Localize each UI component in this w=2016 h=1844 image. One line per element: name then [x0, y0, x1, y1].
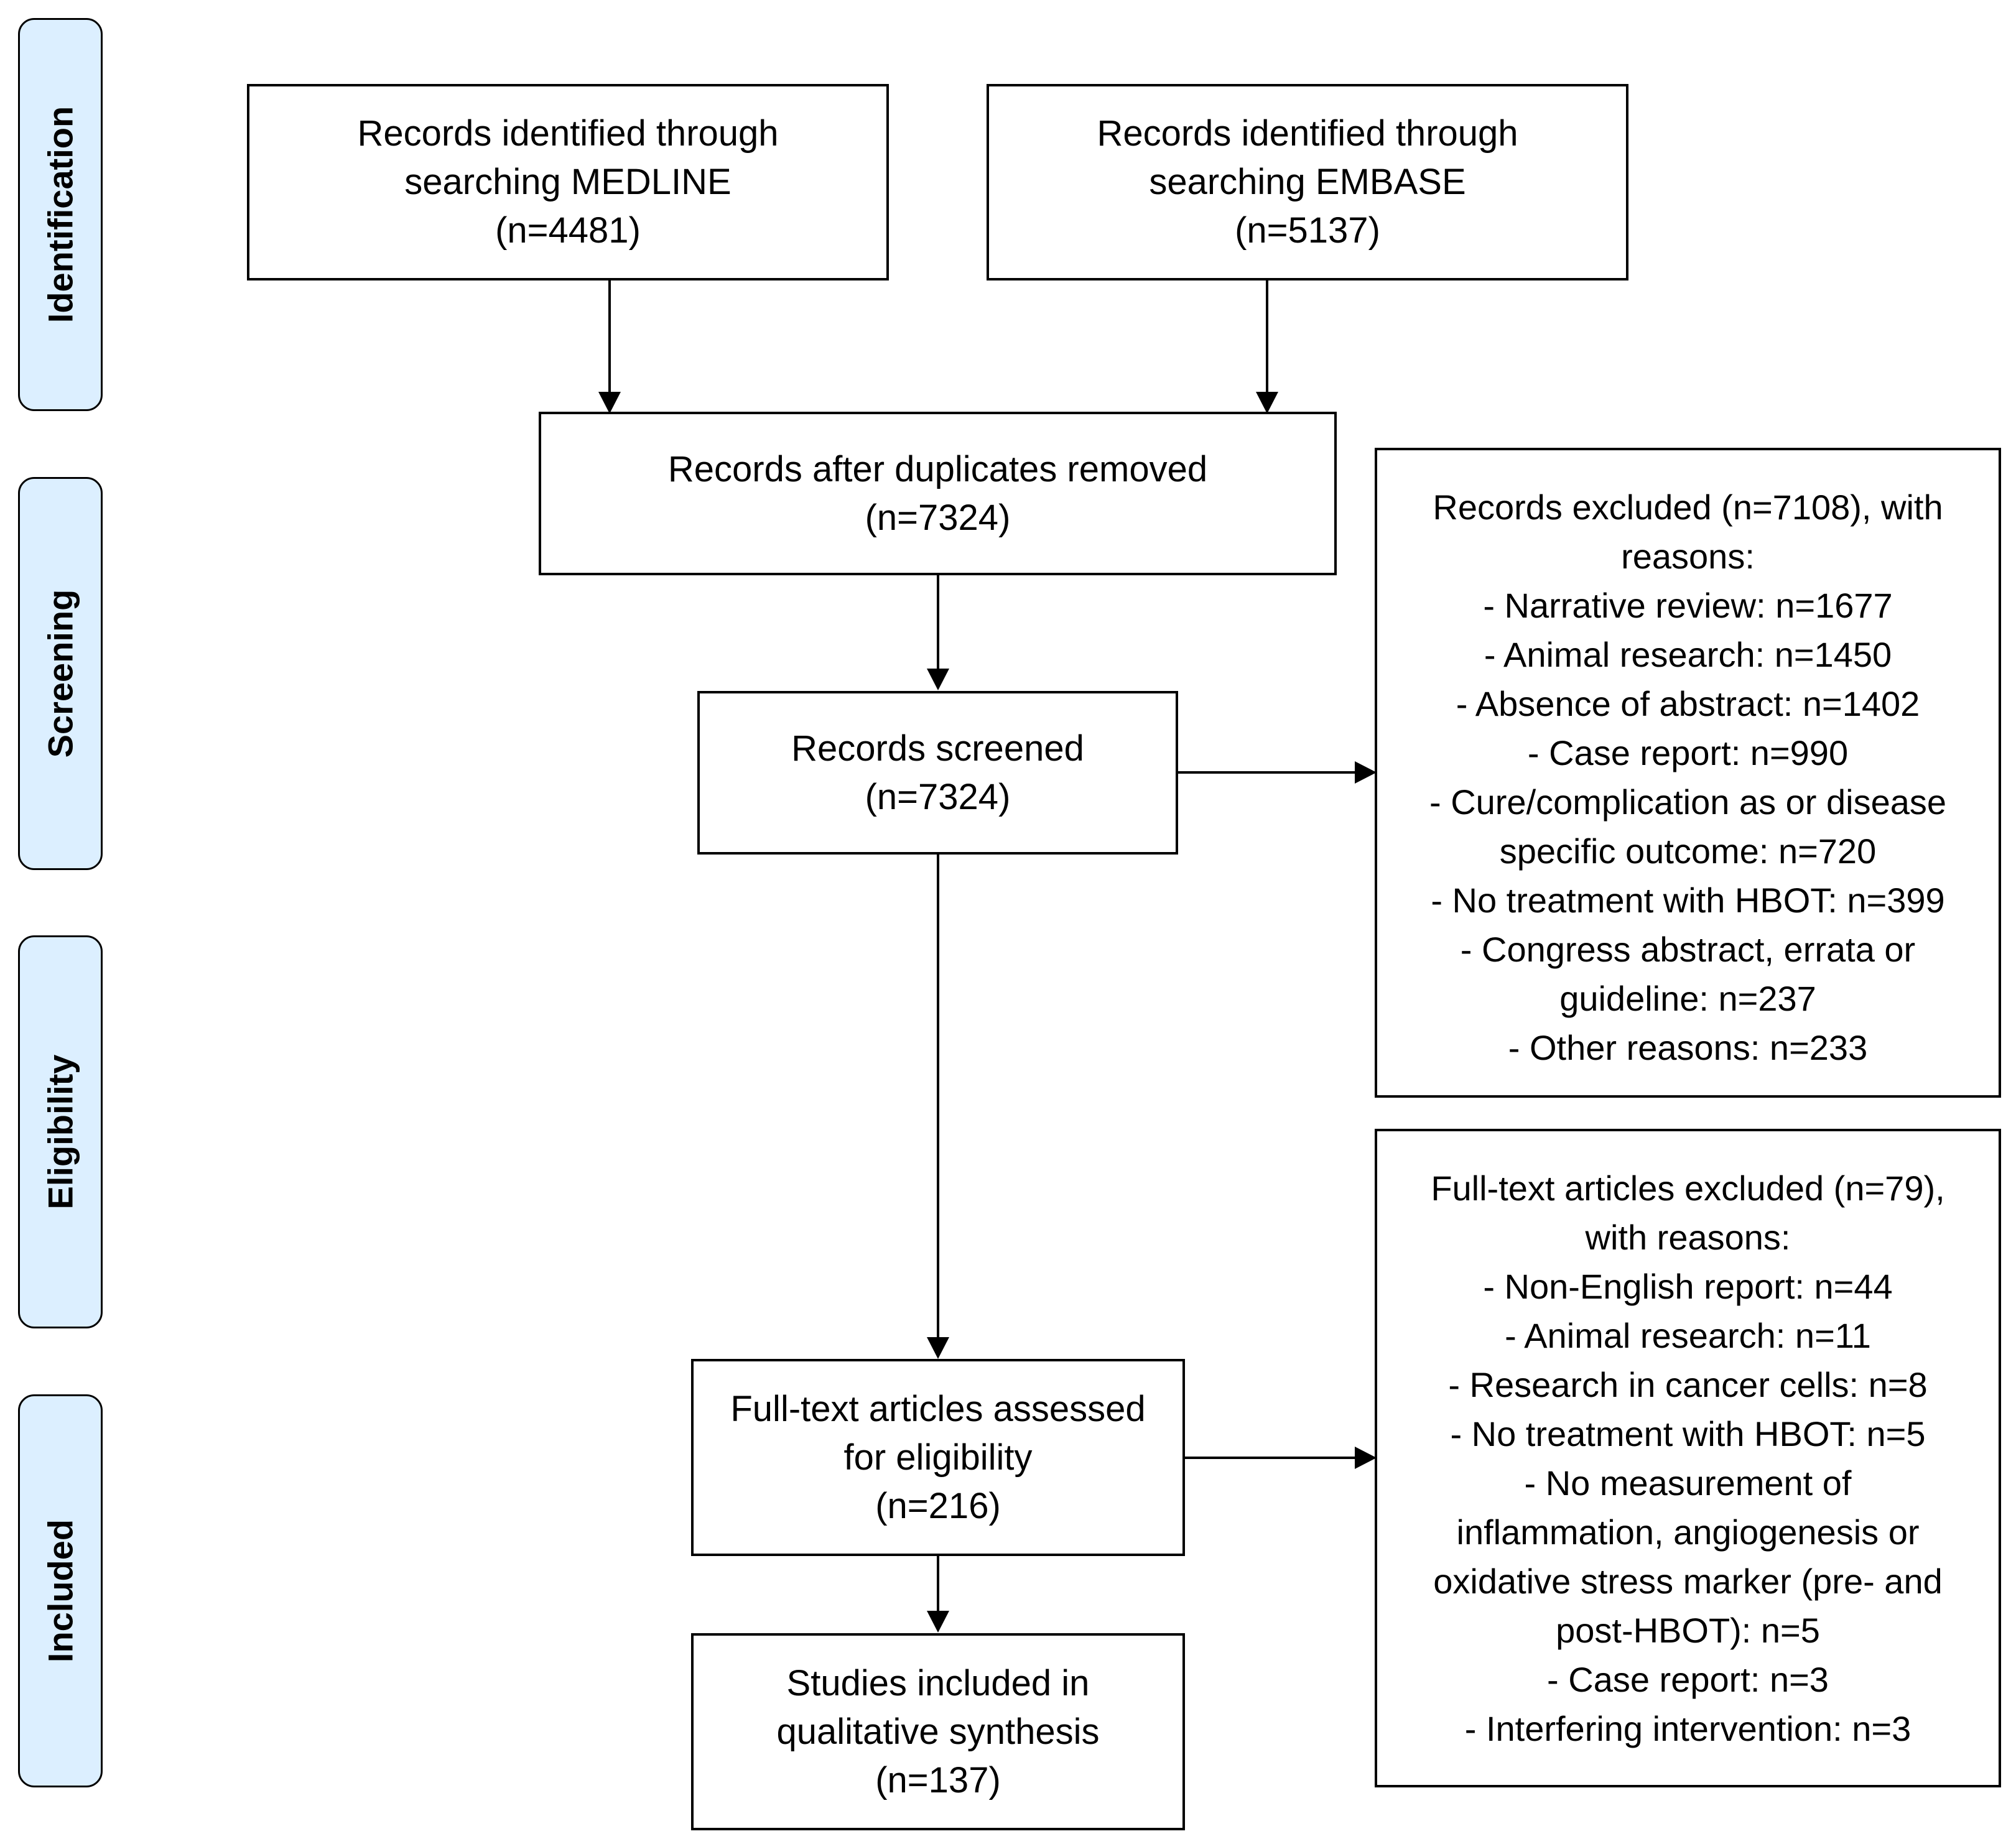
box-count: (n=7324): [865, 497, 1011, 538]
reason-line: - Animal research: n=11: [1505, 1316, 1871, 1355]
reason-line: guideline: n=237: [1559, 979, 1816, 1018]
arrowhead: [598, 392, 621, 414]
reason-line: - Congress abstract, errata or: [1460, 930, 1916, 969]
box-line: for eligibility: [843, 1437, 1033, 1478]
reason-line: - Animal research: n=1450: [1484, 635, 1892, 674]
box-line: qualitative synthesis: [776, 1711, 1100, 1752]
reason-line: post-HBOT): n=5: [1556, 1611, 1820, 1650]
box-line: searching MEDLINE: [404, 162, 732, 202]
box-count: (n=7324): [865, 776, 1011, 817]
reason-line: - No measurement of: [1524, 1463, 1852, 1503]
box-studies-included: Studies included in qualitative synthesi…: [691, 1633, 1185, 1830]
reason-line: with reasons:: [1585, 1218, 1791, 1257]
arrowhead: [927, 1611, 949, 1633]
box-records-screened: Records screened (n=7324): [697, 691, 1178, 855]
stage-identification: Identification: [18, 18, 103, 411]
box-full-text-excluded: Full-text articles excluded (n=79), with…: [1375, 1129, 2001, 1787]
reason-line: Records excluded (n=7108), with: [1433, 488, 1943, 527]
reason-line: - No treatment with HBOT: n=399: [1431, 881, 1945, 920]
arrowhead: [927, 669, 949, 690]
box-count: (n=5137): [1235, 210, 1380, 251]
box-line: Records identified through: [357, 113, 779, 154]
reason-line: reasons:: [1621, 537, 1755, 576]
reason-line: - No treatment with HBOT: n=5: [1450, 1414, 1926, 1453]
box-count: (n=137): [875, 1759, 1001, 1800]
box-full-text-assessed: Full-text articles assessed for eligibil…: [691, 1359, 1185, 1556]
reason-line: - Research in cancer cells: n=8: [1448, 1365, 1928, 1404]
reason-line: - Other reasons: n=233: [1508, 1028, 1868, 1067]
stage-screening: Screening: [18, 477, 103, 870]
reason-line: - Non-English report: n=44: [1483, 1267, 1893, 1306]
reason-line: - Cure/complication as or disease: [1429, 782, 1947, 822]
box-embase: Records identified through searching EMB…: [987, 84, 1628, 280]
reason-line: Full-text articles excluded (n=79),: [1431, 1169, 1945, 1208]
box-line: Records identified through: [1097, 113, 1518, 154]
arrowhead: [927, 1337, 949, 1359]
box-count: (n=216): [875, 1485, 1001, 1526]
reason-line: - Absence of abstract: n=1402: [1456, 684, 1920, 723]
stage-eligibility: Eligibility: [18, 935, 103, 1328]
box-records-excluded: Records excluded (n=7108), with reasons:…: [1375, 448, 2001, 1098]
arrowhead: [1355, 1447, 1377, 1469]
arrowhead: [1256, 392, 1278, 414]
box-line: Full-text articles assessed: [730, 1388, 1146, 1429]
box-line: Studies included in: [786, 1662, 1090, 1703]
arrowhead: [1355, 761, 1377, 784]
reason-line: specific outcome: n=720: [1499, 832, 1877, 871]
reason-line: - Interfering intervention: n=3: [1464, 1709, 1911, 1748]
box-duplicates-removed: Records after duplicates removed (n=7324…: [539, 412, 1337, 575]
box-medline: Records identified through searching MED…: [247, 84, 889, 280]
reason-line: inflammation, angiogenesis or: [1456, 1513, 1920, 1552]
reason-line: - Case report: n=990: [1527, 733, 1849, 772]
reason-line: - Case report: n=3: [1547, 1660, 1829, 1699]
box-line: searching EMBASE: [1149, 162, 1466, 202]
reason-line: oxidative stress marker (pre- and: [1433, 1562, 1943, 1601]
stage-included: Included: [18, 1394, 103, 1787]
reason-line: - Narrative review: n=1677: [1483, 586, 1893, 625]
box-line: Records after duplicates removed: [667, 448, 1208, 489]
box-line: Records screened: [791, 728, 1084, 769]
box-count: (n=4481): [495, 210, 641, 251]
